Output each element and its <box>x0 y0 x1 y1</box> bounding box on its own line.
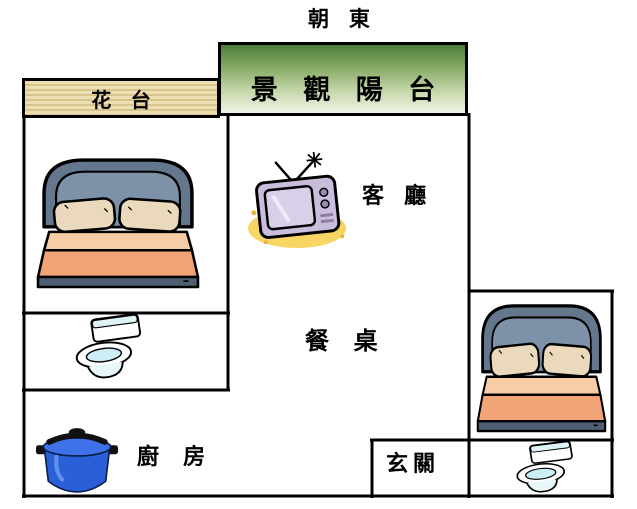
entrance-label: 玄關 <box>386 451 441 476</box>
balcony-area: 景 觀 陽 台 <box>218 42 468 116</box>
tv-icon <box>246 152 349 250</box>
living-room-label: 客 廳 <box>362 183 434 208</box>
cooking-pot-icon <box>36 424 118 496</box>
bed-icon <box>476 304 607 433</box>
toilet-icon <box>511 441 578 496</box>
direction-label: 朝 東 <box>308 8 377 31</box>
toilet-icon <box>70 314 147 382</box>
dining-table-label: 餐 桌 <box>305 328 387 355</box>
bed-icon <box>36 158 200 289</box>
kitchen-label: 廚 房 <box>137 444 215 469</box>
flower-bed-label: 花 台 <box>91 89 158 112</box>
flower-bed-area: 花 台 <box>22 78 220 118</box>
balcony-label: 景 觀 陽 台 <box>250 74 445 105</box>
